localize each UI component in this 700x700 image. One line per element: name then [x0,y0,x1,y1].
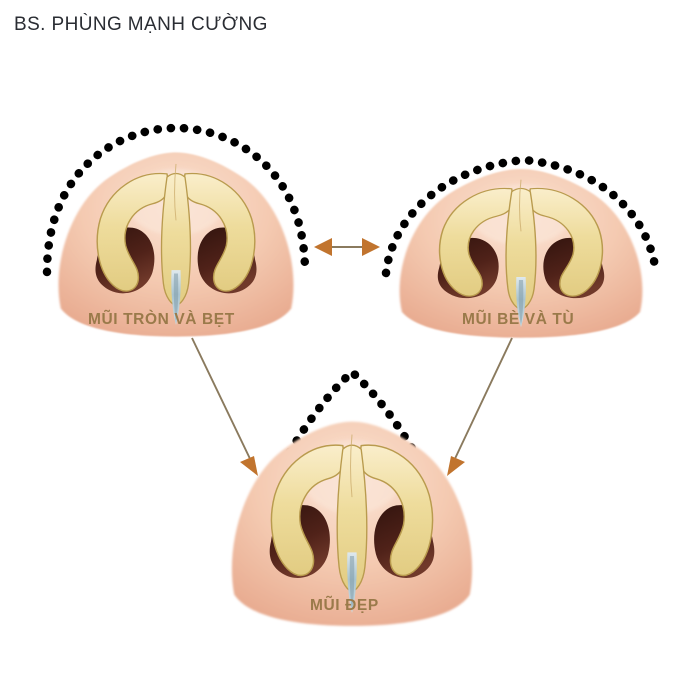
outline-broad-dotted [381,155,661,278]
label-nose-wide-blunt: MŨI BÈ VÀ TÙ [462,311,575,328]
arrowhead-left [314,238,332,256]
page-title: BS. PHÙNG MẠNH CƯỜNG [14,14,268,35]
figure-nose-round-flat [42,123,310,337]
arrowhead-down-right [240,456,258,476]
outline-dome-dotted [42,123,310,277]
arrowhead-right [362,238,380,256]
label-nose-ideal: MŨI ĐẸP [310,597,379,614]
arrow-between-top-noses [314,238,380,256]
arrow-left-to-ideal [191,337,258,476]
arrow-right-to-ideal [447,337,513,476]
arrowhead-down-left [447,456,465,476]
label-nose-round-flat: MŨI TRÒN VÀ BẸT [88,311,235,328]
figure-nose-ideal [232,366,472,626]
outline-triangle-dotted [247,366,457,555]
